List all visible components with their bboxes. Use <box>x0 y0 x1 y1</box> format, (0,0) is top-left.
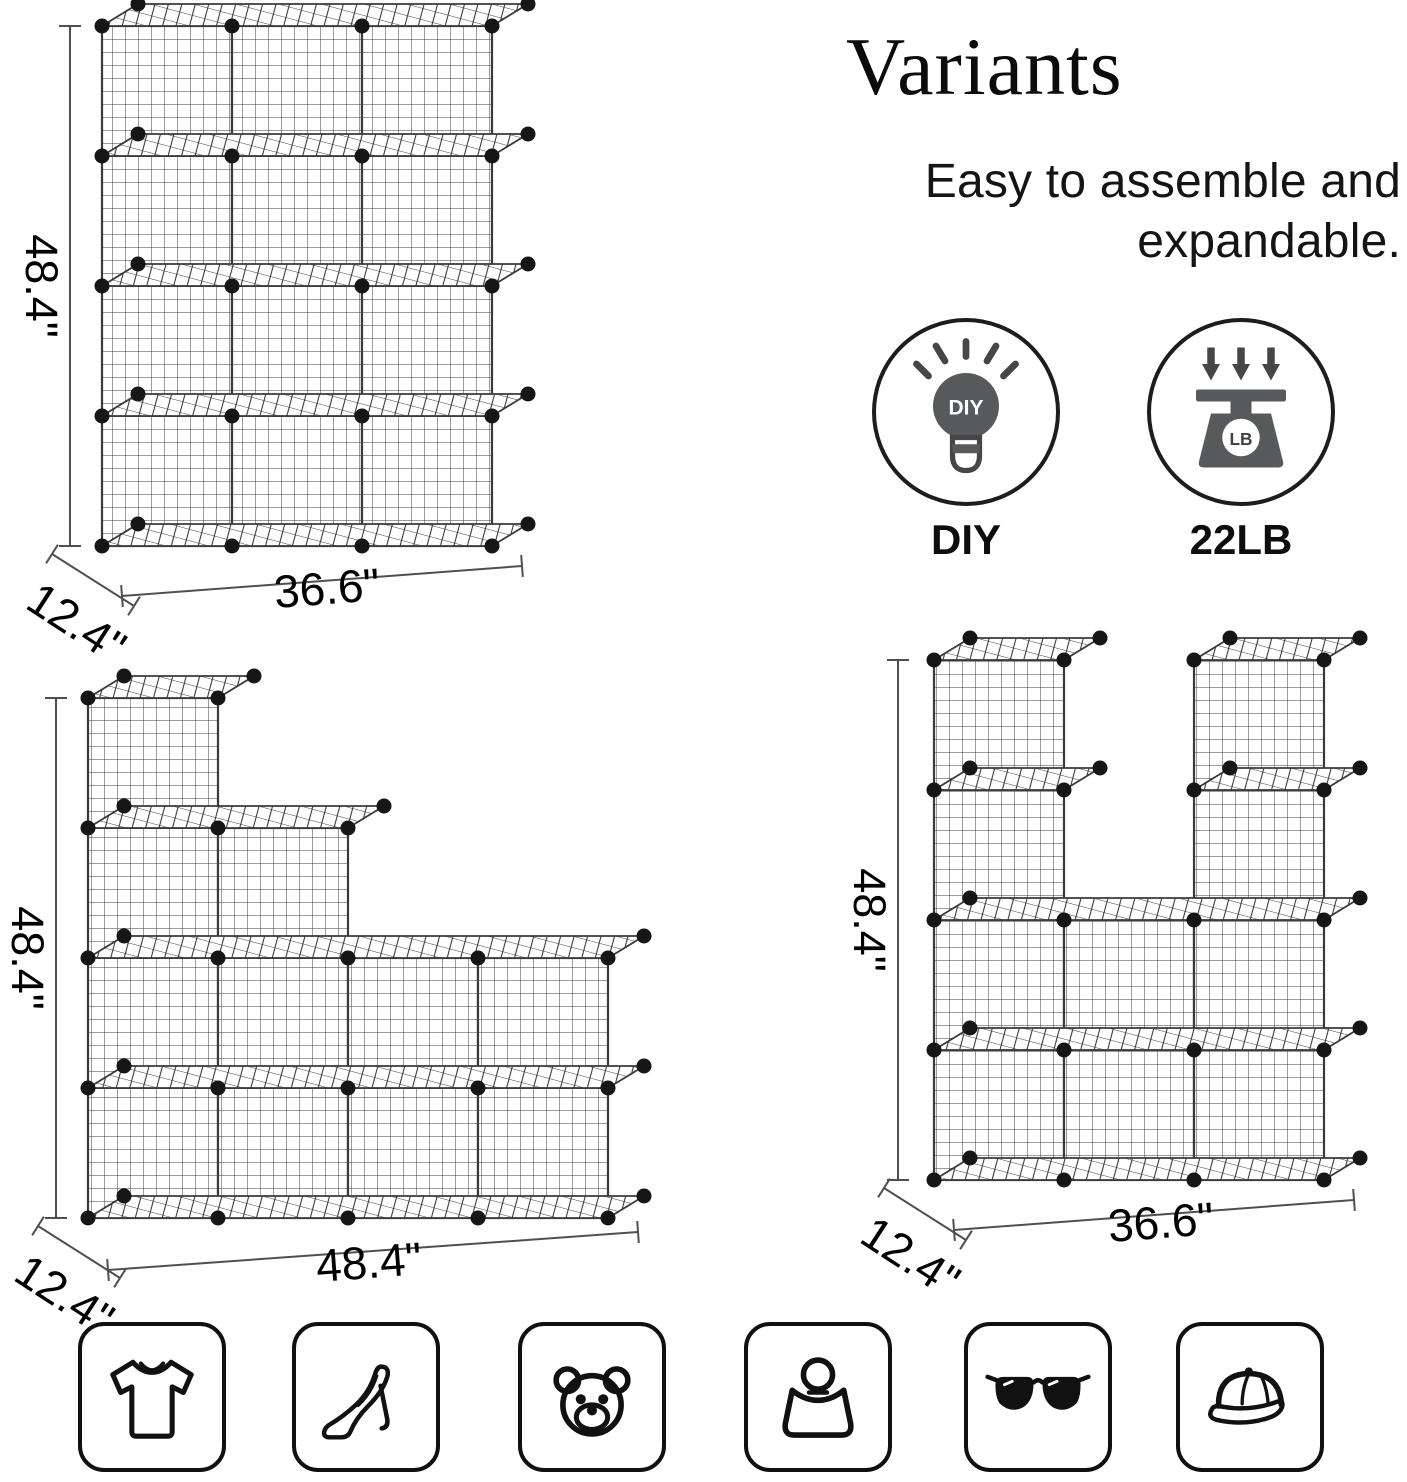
storage-item-tile <box>744 1322 892 1472</box>
diy-feature-label: DIY <box>930 516 1001 563</box>
diy-lightbulb-icon: DIY <box>913 338 1019 474</box>
tagline-line-2: expandable. <box>1137 215 1401 268</box>
diy-bulb-text: DIY <box>948 396 983 419</box>
storage-item-tile <box>964 1322 1112 1472</box>
high-heel-icon <box>321 1364 391 1440</box>
teddy-bear-icon <box>553 1366 631 1437</box>
cube-organizer-grid-unit: 48.4" 36.6" 12.4" <box>16 0 536 664</box>
svg-text:48.4": 48.4" <box>2 906 53 1010</box>
svg-text:48.4": 48.4" <box>314 1232 424 1292</box>
page-title: Variants <box>846 21 1123 112</box>
weight-scale-icon: LB <box>1196 347 1286 468</box>
cube-organizer-staircase-unit: 48.4"48.4"12.4" <box>2 668 652 1338</box>
scale-lb-text: LB <box>1230 429 1253 449</box>
sunglasses-icon <box>985 1374 1091 1410</box>
diy-feature-badge: DIY <box>872 318 1060 506</box>
cube-organizer-towers-unit: 48.4" 36.6" 12.4" <box>844 630 1368 1307</box>
svg-text:36.6": 36.6" <box>272 558 382 618</box>
svg-text:48.4": 48.4" <box>16 234 67 338</box>
tagline: Easy to assemble and expandable. <box>925 152 1401 272</box>
tagline-line-1: Easy to assemble and <box>924 155 1401 208</box>
storage-item-tile <box>78 1322 226 1472</box>
storage-item-tile <box>1176 1322 1324 1472</box>
storage-item-tile <box>518 1322 666 1472</box>
baseball-cap-icon <box>1208 1367 1285 1425</box>
svg-text:12.4": 12.4" <box>18 572 135 664</box>
weight-capacity-badge: LB <box>1147 318 1335 506</box>
handbag-icon <box>782 1357 854 1438</box>
svg-text:48.4": 48.4" <box>844 868 895 972</box>
svg-text:12.4": 12.4" <box>852 1206 969 1307</box>
tshirt-icon <box>110 1359 194 1439</box>
svg-text:36.6": 36.6" <box>1106 1192 1216 1252</box>
storage-item-tile <box>292 1322 440 1472</box>
weight-capacity-label: 22LB <box>1189 516 1293 563</box>
